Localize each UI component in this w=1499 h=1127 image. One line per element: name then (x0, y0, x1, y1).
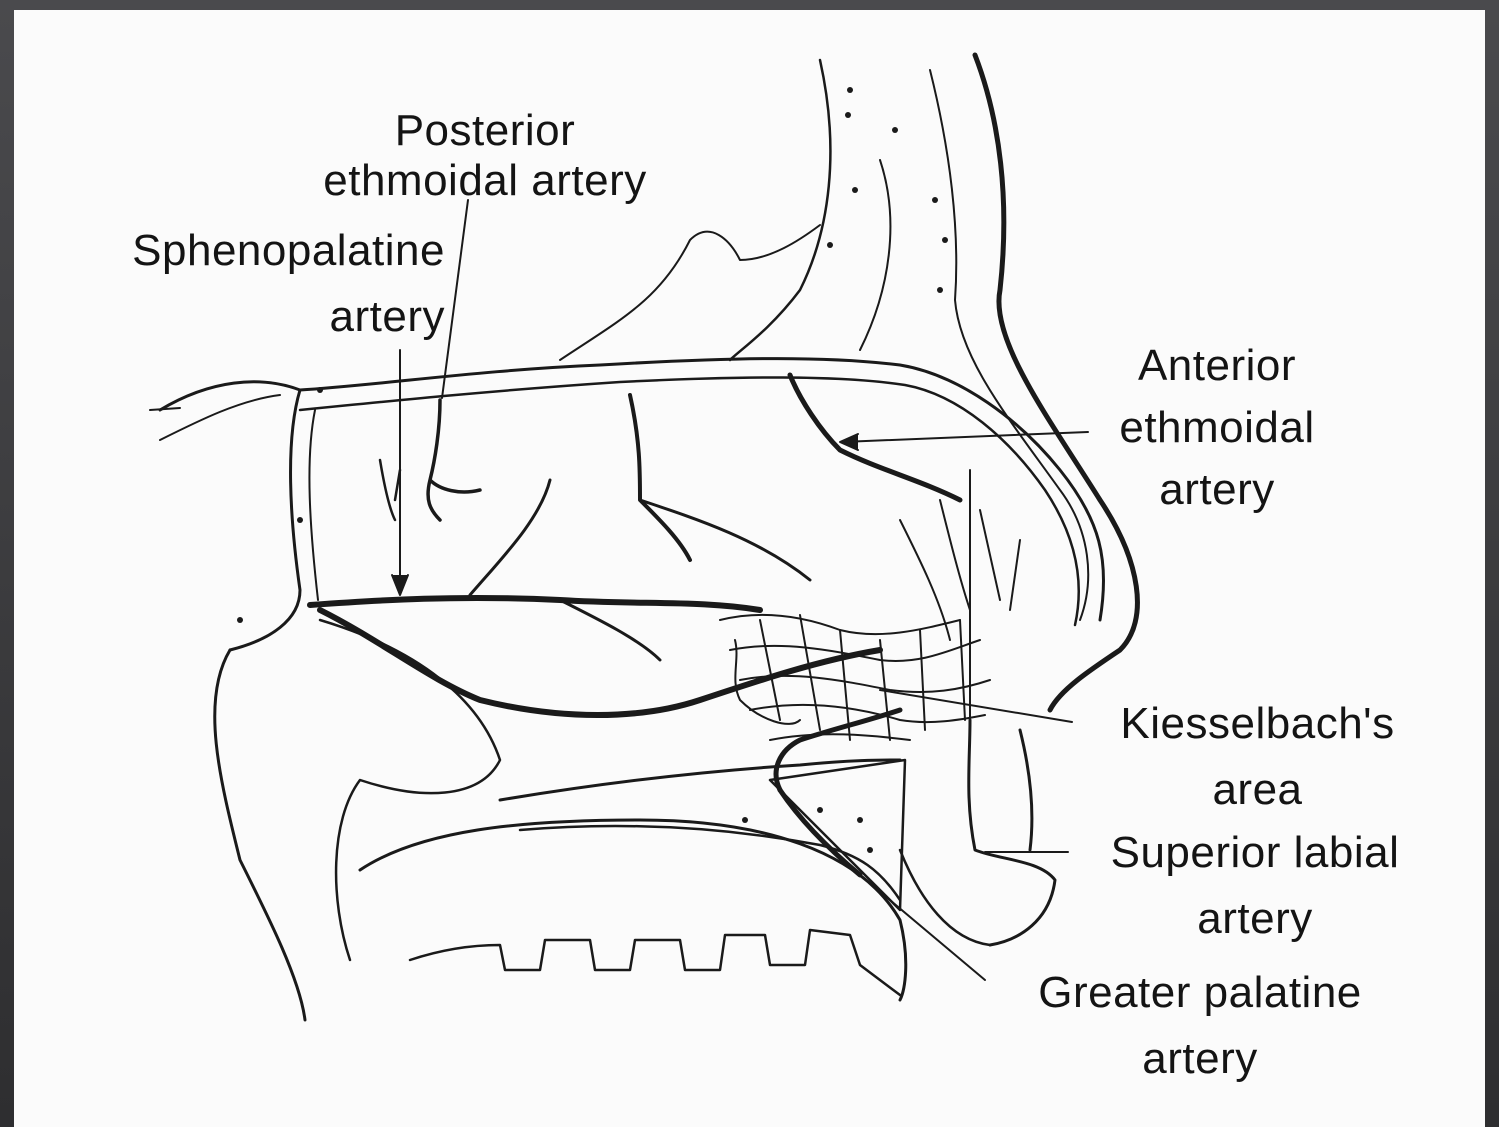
label-line: artery (985, 1028, 1415, 1090)
artery-branch-4 (560, 600, 660, 660)
label-line: ethmoidal artery (275, 150, 695, 212)
label-posterior-ethmoidal-artery: Posterior ethmoidal artery (275, 100, 695, 212)
label-line: area (1075, 759, 1440, 821)
label-line: Kiesselbach's (1075, 693, 1440, 755)
soft-palate (320, 620, 500, 960)
label-line: Sphenopalatine (45, 220, 445, 282)
cribriform-contour (560, 225, 820, 360)
hard-palate-top (500, 760, 900, 800)
label-line: Anterior (1082, 335, 1352, 397)
septal-artery-lower (320, 610, 880, 715)
posterior-branch-small (380, 460, 400, 520)
label-greater-palatine-artery: Greater palatine artery (985, 962, 1415, 1090)
label-superior-labial-artery: Superior labial artery (1065, 822, 1445, 950)
superior-labial-artery (776, 710, 900, 790)
kiesselbach-plexus (720, 500, 1020, 740)
label-line: artery (1082, 459, 1352, 521)
greater-palatine-artery (780, 790, 860, 875)
artery-branch-1 (630, 395, 690, 560)
leader-posterior-ethmoidal (442, 200, 468, 398)
posterior-wall-inner (309, 410, 318, 600)
label-line: artery (1065, 888, 1445, 950)
posterior-ethmoidal-branch (428, 400, 480, 520)
nostril-outline (969, 720, 1055, 945)
label-line: artery (45, 286, 445, 348)
leader-greater-palatine (860, 875, 985, 980)
artery-branch-2 (640, 500, 810, 580)
label-sphenopalatine-artery: Sphenopalatine artery (45, 220, 445, 348)
label-line: Greater palatine (985, 962, 1415, 1024)
label-anterior-ethmoidal-artery: Anterior ethmoidal artery (1082, 335, 1352, 521)
leader-sphenoid-arrow (150, 408, 180, 410)
posterior-wall (230, 390, 300, 650)
frontal-sinus-edge (730, 60, 830, 360)
teeth-row (410, 930, 900, 995)
frontal-sinus-edge-2 (860, 160, 890, 350)
artery-branch-3 (470, 480, 550, 595)
label-line: ethmoidal (1082, 397, 1352, 459)
columella (1020, 730, 1032, 850)
leader-anterior-ethmoidal (842, 432, 1088, 442)
sphenopalatine-artery-trunk (310, 598, 760, 610)
pharynx-outline (215, 650, 305, 1020)
label-line: Superior labial (1065, 822, 1445, 884)
palate-bone-triangle (770, 760, 905, 910)
label-kiesselbachs-area: Kiesselbach's area (1075, 693, 1440, 821)
upper-lip (900, 850, 990, 945)
